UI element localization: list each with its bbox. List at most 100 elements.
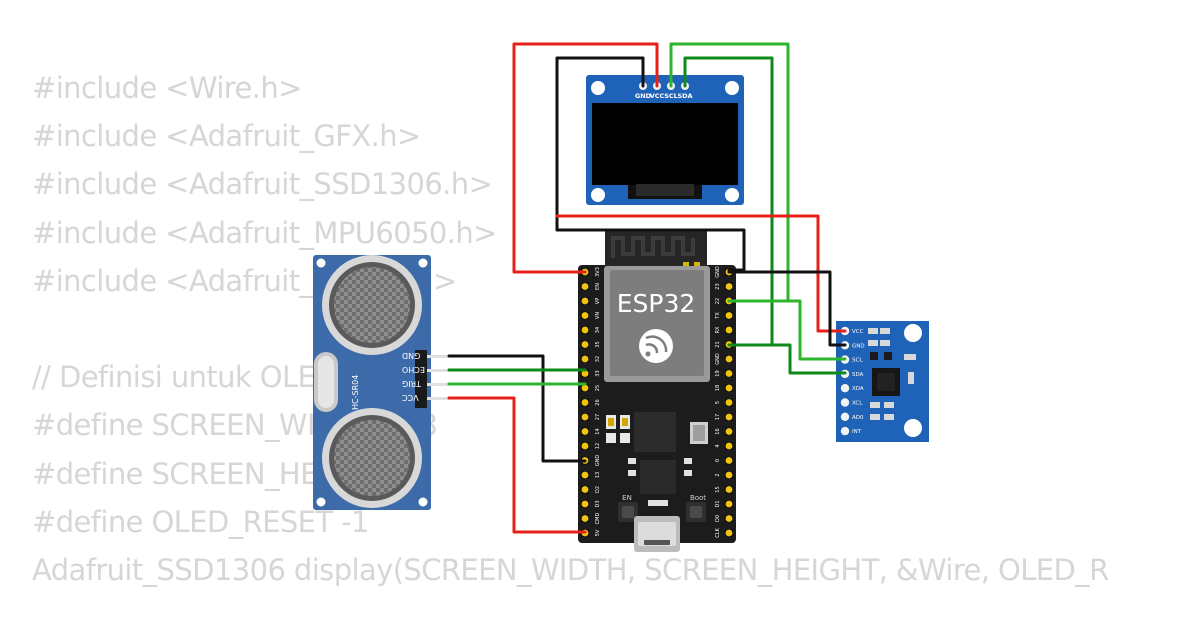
esp32-pin-pad — [581, 413, 589, 421]
esp32-pin-label: 3V3 — [595, 267, 601, 277]
esp32-pin-label: 14 — [595, 428, 601, 434]
esp32-pin-label: RX — [715, 326, 721, 333]
esp32-pin-pad — [581, 384, 589, 392]
esp32-pin-pad — [725, 457, 733, 464]
esp32-pin-label: D1 — [715, 500, 721, 507]
esp32-pin-pad — [725, 529, 733, 537]
wire-oled-vcc-3v3 — [512, 42, 659, 274]
esp32-pin-label: CMD — [595, 513, 601, 525]
wire-oled-gnd — [555, 56, 746, 272]
mpu6050-pin[interactable] — [840, 384, 850, 393]
mpu6050-pin[interactable] — [840, 412, 850, 421]
esp32-title: ESP32 — [617, 289, 696, 318]
esp32-pin-label: CLK — [715, 528, 721, 538]
esp32-pin-pad — [581, 486, 589, 493]
mpu6050-pin-label: VCC — [852, 329, 864, 335]
mpu6050-pin[interactable] — [840, 398, 850, 407]
esp32-pin-pad — [725, 326, 733, 334]
code-line: // Definisi untuk OLED — [32, 360, 338, 395]
oled-mount-hole — [591, 81, 605, 95]
mpu6050-module — [836, 321, 929, 442]
mpu6050-pin[interactable] — [840, 426, 850, 436]
esp32-pin-pad — [581, 471, 589, 479]
mpu6050-pin-label: INT — [852, 429, 862, 435]
esp32-pin-pad — [581, 326, 589, 334]
esp32-pin-label: D0 — [715, 515, 721, 522]
en-button-label: EN — [622, 494, 632, 502]
oled-mount-hole — [591, 188, 605, 202]
esp32-pin-pad — [581, 283, 589, 290]
esp32-pin-label: D2 — [595, 486, 601, 493]
esp32-pin-pad — [725, 312, 733, 319]
esp32-pin-label: 27 — [595, 414, 601, 420]
boot-button-label: Boot — [690, 494, 706, 502]
wire-hcsr04-gnd — [447, 354, 587, 463]
esp32-pin-pad — [581, 399, 589, 406]
esp32-pin-label: GND — [715, 266, 721, 278]
mpu6050-pin-label: XCL — [852, 401, 863, 407]
mpu6050-pin-label: XDA — [852, 386, 864, 392]
esp32-pin-label: 18 — [715, 385, 721, 391]
esp32-pin-label: D3 — [595, 500, 601, 507]
code-line: Adafruit_SSD1306 display(SCREEN_WIDTH, S… — [32, 552, 1109, 587]
esp32-pin-pad — [581, 355, 589, 363]
code-line: #include <Wire.h> — [32, 71, 302, 105]
esp32-pin-label: 13 — [595, 472, 601, 478]
esp32-pin-pad — [581, 312, 589, 319]
esp32-pin-pad — [725, 500, 733, 508]
oled-mount-hole — [725, 81, 739, 95]
mpu6050-pin-label: SDA — [852, 372, 864, 378]
esp32-pin-label: EN — [595, 283, 601, 290]
esp32-pin-pad — [581, 442, 589, 450]
esp32-pin-label: 0 — [715, 459, 721, 462]
esp32-pin-label: 17 — [715, 414, 721, 420]
esp32-pin-label: 5V — [595, 529, 601, 536]
mpu6050-pin-label: SCL — [852, 358, 863, 364]
oled-screen — [592, 103, 738, 185]
esp32-pin-pad — [725, 428, 733, 435]
mpu6050-pin-label: AD0 — [852, 415, 864, 421]
esp32-pin-label: 5 — [715, 401, 721, 404]
esp32-pin-pad — [725, 515, 733, 522]
oled-pin-label: GND — [635, 92, 652, 100]
wires — [447, 42, 847, 534]
esp32-pin-label: 35 — [595, 341, 601, 347]
esp32-pin-pad — [725, 442, 733, 450]
hc-sr04-pin-header — [415, 350, 427, 408]
esp32-pin-pad — [725, 384, 733, 392]
oled-pin-label: SDA — [677, 92, 692, 100]
hc-sr04-pin-label: GND — [402, 351, 420, 360]
usb-uart-chip — [640, 460, 676, 494]
esp32-pin-label: 12 — [595, 443, 601, 449]
esp32-pin-pad — [581, 341, 589, 348]
esp32-pin-pad — [725, 471, 733, 479]
wire-mpu-gnd — [727, 270, 847, 347]
esp32-pin-pad — [581, 500, 589, 508]
hc-sr04-name: HC-SR04 — [351, 375, 360, 410]
esp32-pin-pad — [725, 399, 733, 406]
esp32-pin-pad — [725, 413, 733, 421]
esp32-pin-pad — [725, 283, 733, 290]
esp32-board: ESP32 EN Boot — [578, 230, 736, 552]
hc-sr04-pin-label: ECHO — [402, 365, 425, 374]
esp32-pin-pad — [581, 297, 589, 305]
hc-sr04-pin-label: TRIG — [402, 379, 422, 388]
esp32-pin-pad — [581, 428, 589, 435]
esp32-pin-pad — [581, 515, 589, 522]
oled-pin-header — [639, 82, 689, 90]
esp32-pin-label: VP — [595, 298, 601, 304]
esp32-pin-pad — [725, 370, 733, 377]
hc-sr04-pin-label: VCC — [402, 393, 419, 402]
esp32-pin-pad — [725, 355, 733, 363]
esp32-pin-label: GND — [595, 455, 601, 467]
oled-display: GND VCC SCL SDA — [586, 75, 744, 205]
esp32-pin-label: 26 — [595, 399, 601, 405]
esp32-pin-label: 15 — [715, 486, 721, 492]
esp32-pin-label: 34 — [595, 327, 601, 333]
esp32-pin-pad — [581, 370, 589, 377]
esp32-pin-pad — [725, 486, 733, 493]
code-line: #define OLED_RESET -1 — [32, 504, 369, 539]
ultrasonic-transducer — [322, 255, 422, 355]
wire-hcsr04-vcc — [447, 396, 587, 534]
